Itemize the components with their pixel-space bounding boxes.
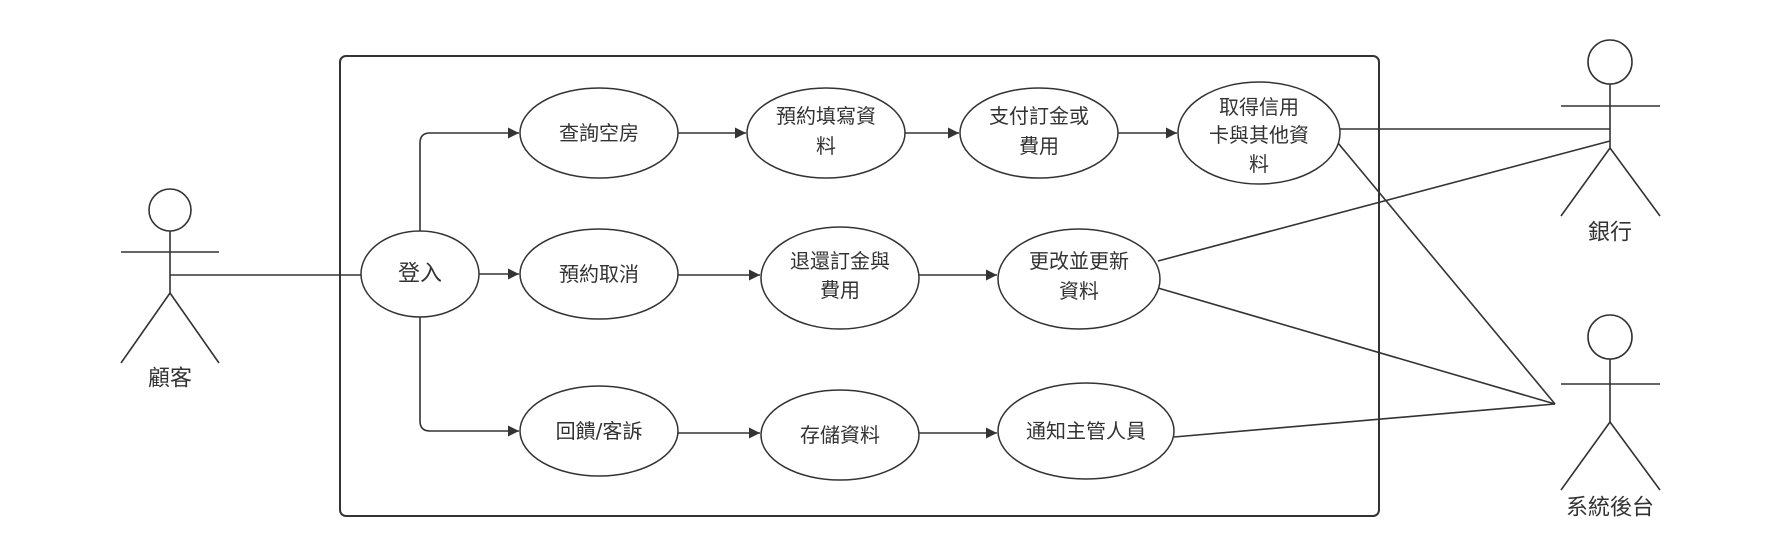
- use-case-get-card-info: 取得信用 卡與其他資 料: [1177, 81, 1341, 185]
- actor-backend: 系統後台: [1560, 314, 1661, 521]
- login-to-feedback-arrow: [419, 317, 519, 437]
- use-case-ellipse: [760, 389, 920, 481]
- actor-left-leg: [1560, 147, 1611, 217]
- use-case-pay-deposit: 支付訂金或 費用: [959, 87, 1119, 179]
- actor-head: [1587, 314, 1633, 360]
- use-case-ellipse: [997, 228, 1161, 330]
- use-case-label: 通知主管人員: [1026, 419, 1146, 443]
- login-to-search-arrow: [419, 127, 519, 231]
- use-case-label-line-1: 支付訂金或: [989, 104, 1089, 128]
- use-case-label: 存儲資料: [800, 423, 880, 447]
- connectors: [170, 127, 1611, 439]
- use-case-cancel-booking: 預約取消: [519, 228, 679, 320]
- use-case-label: 登入: [398, 262, 442, 287]
- use-case-label-line-1: 更改並更新: [1029, 249, 1129, 273]
- use-case-label-line-2: 卡與其他資: [1209, 123, 1309, 147]
- use-case-label-line-1: 取得信用: [1219, 95, 1299, 119]
- actor-left-leg: [1560, 421, 1611, 491]
- system-boundary: [339, 55, 1380, 517]
- use-case-label-line-2: 費用: [1019, 134, 1059, 158]
- use-case-ellipse: [959, 87, 1119, 179]
- use-case-label-line-2: 費用: [820, 278, 860, 302]
- notify-to-backend-line: [1173, 403, 1556, 438]
- use-case-label: 查詢空房: [559, 121, 639, 145]
- actor-label: 系統後台: [1566, 496, 1654, 521]
- use-case-ellipse: [997, 382, 1175, 480]
- actor-bank: 銀行: [1560, 39, 1661, 246]
- use-case-feedback: 回饋/客訴: [519, 385, 679, 477]
- update-to-bank-line: [1157, 140, 1611, 262]
- use-case-search-rooms: 查詢空房: [519, 87, 679, 179]
- use-case-notify-manager: 通知主管人員: [997, 382, 1175, 480]
- use-case-ellipse: [519, 228, 679, 320]
- use-case-label-line-2: 資料: [1059, 279, 1099, 303]
- use-case-label-line-1: 退還訂金與: [790, 249, 890, 273]
- use-case-ellipse: [760, 226, 920, 330]
- actor-head: [148, 188, 192, 232]
- use-case-ellipse: [360, 230, 480, 318]
- use-case-label-line-2: 料: [816, 134, 836, 158]
- use-case-ellipse: [746, 87, 906, 179]
- use-case-label-line-3: 料: [1249, 152, 1269, 176]
- actor-right-leg: [1609, 147, 1661, 217]
- actor-right-leg: [1609, 421, 1661, 491]
- actor-left-leg: [120, 292, 171, 364]
- use-case-refund: 退還訂金與 費用: [760, 226, 920, 330]
- actor-label: 銀行: [1588, 221, 1632, 246]
- use-case-label: 回饋/客訴: [556, 419, 643, 443]
- actor-customer: 顧客: [120, 188, 220, 392]
- update-to-backend-line: [1157, 287, 1556, 405]
- use-case-label: 預約取消: [559, 262, 639, 286]
- card-to-backend-line: [1337, 142, 1556, 405]
- use-case-fill-booking: 預約填寫資 料: [746, 87, 906, 179]
- use-case-ellipse: [519, 385, 679, 477]
- use-case-ellipse: [1177, 81, 1341, 185]
- use-case-label-line-1: 預約填寫資: [776, 104, 876, 128]
- use-case-update-data: 更改並更新 資料: [997, 228, 1161, 330]
- actor-right-leg: [169, 292, 220, 364]
- actor-head: [1587, 39, 1633, 85]
- use-case-ellipse: [519, 87, 679, 179]
- use-case-login: 登入: [360, 230, 480, 318]
- use-case-store-data: 存儲資料: [760, 389, 920, 481]
- actor-label: 顧客: [148, 367, 192, 392]
